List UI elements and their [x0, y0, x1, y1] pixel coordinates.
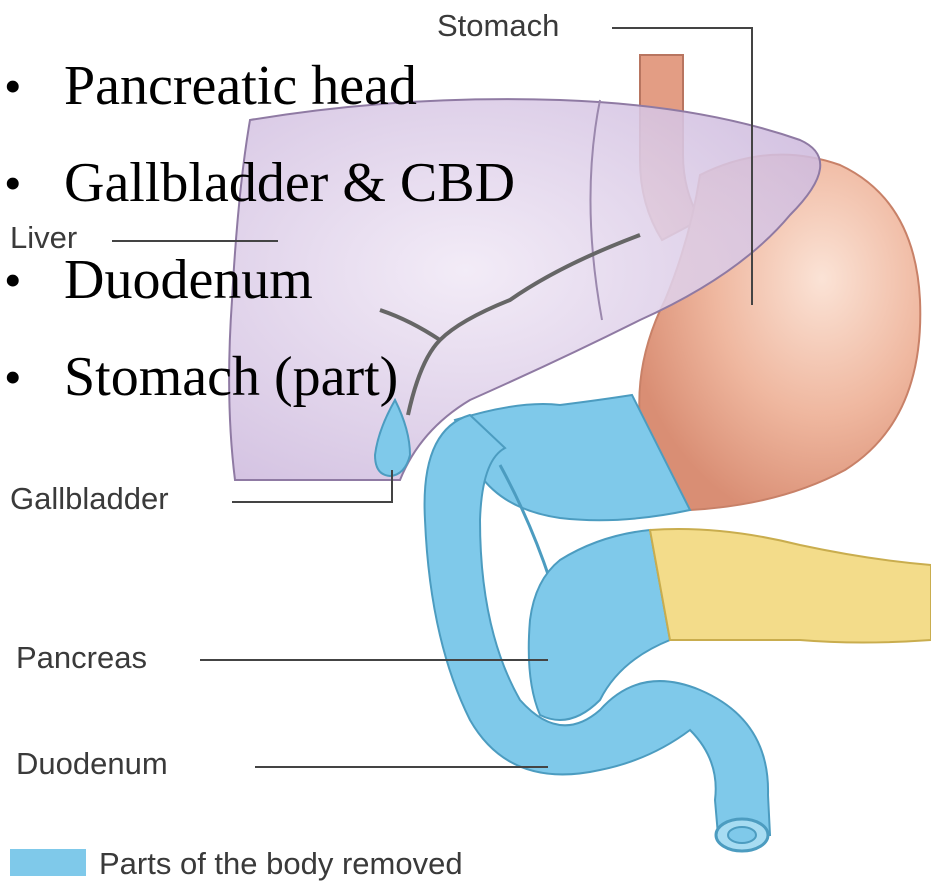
bullet-icon: •: [4, 232, 22, 329]
bullet-item: • Gallbladder & CBD: [0, 135, 515, 232]
duodenum-label: Duodenum: [16, 746, 168, 782]
bullet-text: Duodenum: [64, 249, 313, 311]
bullet-list: • Pancreatic head • Gallbladder & CBD • Duo…: [0, 38, 515, 426]
bullet-item: • Pancreatic head: [0, 38, 515, 135]
bullet-icon: •: [4, 38, 22, 135]
gallbladder-label: Gallbladder: [10, 481, 169, 517]
pancreas-tail: [650, 529, 931, 643]
legend-text: Parts of the body removed: [99, 846, 463, 882]
bullet-icon: •: [4, 329, 22, 426]
legend-swatch: [10, 849, 86, 876]
bullet-text: Gallbladder & CBD: [64, 152, 515, 214]
bullet-text: Pancreatic head: [64, 55, 417, 117]
pancreas-label: Pancreas: [16, 640, 147, 676]
bullet-icon: •: [4, 135, 22, 232]
bullet-text: Stomach (part): [64, 346, 398, 408]
bullet-item: • Stomach (part): [0, 329, 515, 426]
bullet-item: • Duodenum: [0, 232, 515, 329]
